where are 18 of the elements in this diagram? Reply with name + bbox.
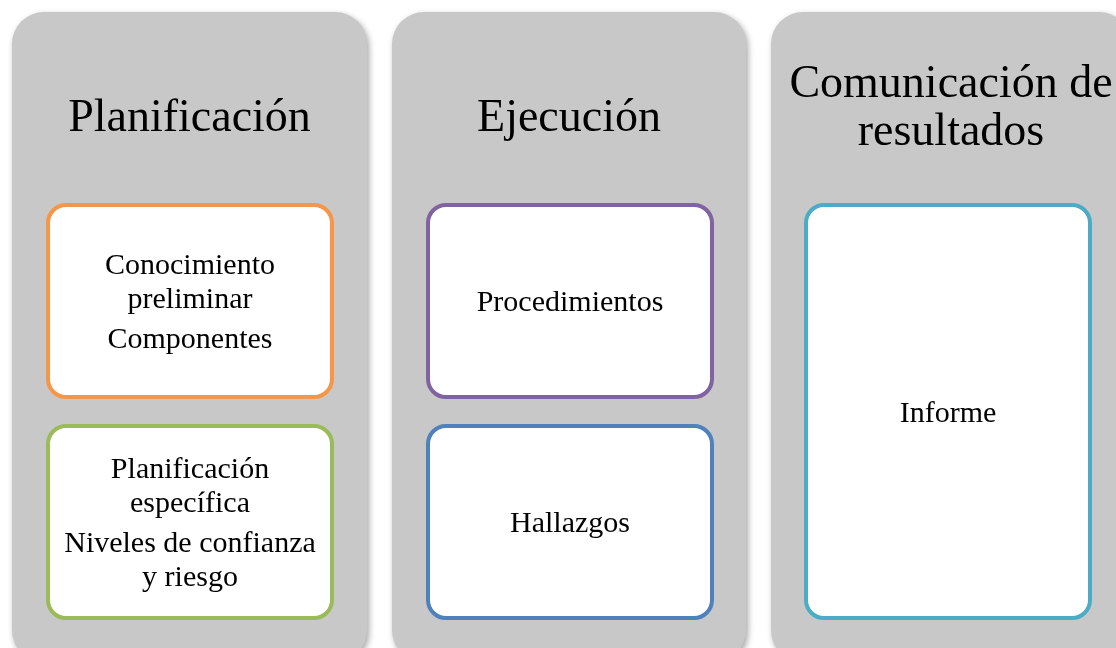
content-box — [804, 203, 1092, 620]
content-box — [426, 203, 714, 399]
stage-heading: Ejecución — [477, 92, 661, 140]
item-text: Conocimiento preliminar — [104, 247, 276, 315]
content-box — [426, 424, 714, 620]
item-text: Procedimientos — [476, 284, 664, 318]
item-text: Planificación específica — [109, 451, 271, 519]
stage-heading: Comunicación de resultados — [788, 58, 1114, 154]
item-text: Hallazgos — [510, 505, 630, 539]
content-box — [46, 203, 334, 399]
item-text: Niveles de confianza y riesgo — [63, 525, 317, 593]
stage-heading: Planificación — [68, 92, 311, 140]
stage-panel — [771, 12, 1116, 648]
stage-panel — [392, 12, 746, 648]
content-box — [46, 424, 334, 620]
stage-panel — [12, 12, 367, 648]
item-text: Componentes — [107, 321, 273, 355]
item-text: Informe — [899, 394, 997, 429]
